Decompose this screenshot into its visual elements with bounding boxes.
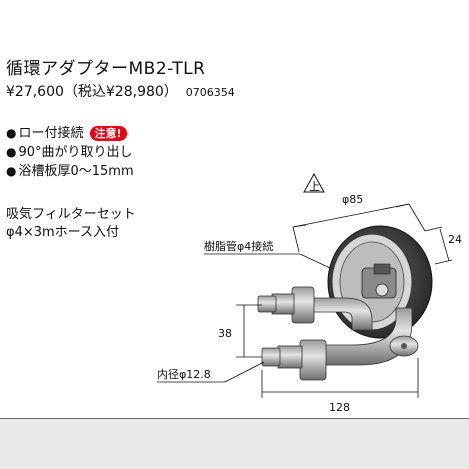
divider [0,418,469,419]
feature-item: ● ロー付接続 注意! [6,124,134,143]
adapter-body [327,225,433,339]
dimension-spacing-label: 38 [218,327,232,340]
bullet-icon: ● [6,145,17,159]
filter-note-line2: φ4×3mホース入付 [6,225,120,240]
product-price: ¥27,600（税込¥28,980） [6,84,178,100]
feature-item: ● 90°曲がり取り出し [6,143,134,162]
upper-pipe [257,286,373,331]
dimension-width-label: 128 [329,401,350,414]
up-mark-icon: 上 [303,172,325,193]
feature-text: 90°曲がり取り出し [18,145,133,160]
depth-dimension [424,226,453,265]
product-title: 循環アダプターMB2-TLR [6,59,206,79]
lower-pipe [261,307,419,381]
feature-list: ● ロー付接続 注意! ● 90°曲がり取り出し ● 浴槽板厚0～15mm [6,124,134,181]
footer-band [0,419,469,469]
feature-text: 浴槽板厚0～15mm [18,164,134,179]
product-code: 0706354 [185,86,235,99]
feature-item: ● 浴槽板厚0～15mm [6,162,134,181]
filter-note-line1: 吸気フィルターセット [6,207,136,222]
dimension-depth-label: 24 [448,233,462,246]
up-mark-label: 上 [309,180,320,193]
bullet-icon: ● [6,164,17,178]
diameter-dimension [292,203,426,253]
resin-pipe-label: 樹脂管φ4接続 [204,239,273,253]
bullet-icon: ● [6,126,17,140]
dimension-diameter-label: φ85 [342,193,363,206]
feature-text: ロー付接続 [18,126,84,141]
price-row: ¥27,600（税込¥28,980） 0706354 [6,81,235,101]
filter-note: 吸気フィルターセット φ4×3mホース入付 [6,206,136,242]
spacing-dimension [236,304,262,358]
inner-diameter-label: 内径φ12.8 [157,367,211,381]
caution-badge: 注意! [89,126,127,141]
width-dimension [261,358,419,398]
